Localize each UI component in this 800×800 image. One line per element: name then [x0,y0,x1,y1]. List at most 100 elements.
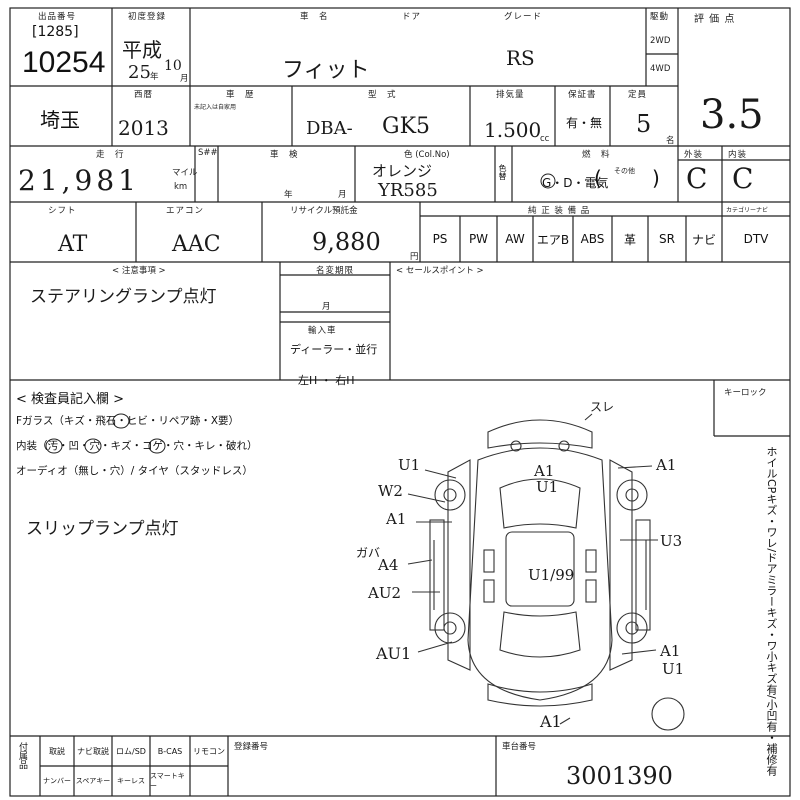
accessory-manual: 取説 [49,746,65,756]
mark-left-au2: AU2 [368,584,402,602]
model-prefix: DBA- [306,118,353,139]
import-label: 輸入車 [308,326,337,336]
mark-left-a4: A4 [378,556,399,574]
fuel-label: 燃 料 [582,150,611,160]
interior-label: 内装 [728,150,748,160]
mark-front-center-a: A1 [534,462,555,480]
expiry-month: 月 [322,302,332,312]
mark-front-right: A1 [656,456,677,474]
inspector-line-windshield: Fガラス（キズ・飛石・ヒビ・リペア跡・X要） [16,415,240,427]
reg-month: 10 [164,58,182,74]
mark-front-center-u: U1 [536,478,559,496]
steering-side: 左H ・ 右H [298,374,355,387]
fuel-other: その他 [614,167,635,175]
recycle-label: リサイクル預託金 [290,206,358,216]
fuel-bracket-open: ( [594,166,602,190]
displacement: 1.500 [484,118,542,142]
warranty-label: 保証書 [568,90,597,100]
inspector-title: < 検査員記入欄 > [16,392,125,407]
sales-point-label: < セールスポイント > [396,266,484,276]
chassis-no-label: 車台番号 [502,742,537,752]
inspection-label: 車 検 [270,150,299,160]
year-value: 2013 [118,116,169,140]
mileage: 21,981 [18,164,140,197]
score: 3.5 [700,92,764,138]
year-unit: 年 [150,72,160,82]
caution-text: ステアリングランプ点灯 [30,287,217,307]
lot-no-label: 出品番号 [38,12,77,22]
accessories-label: 付属品 [17,742,27,769]
drive-4wd: 4WD [650,64,671,74]
grade-label: グレード [504,12,543,22]
recycle-value: 9,880 [312,228,381,256]
accessory-remote: リモコン [193,746,225,756]
unit-km: km [174,182,188,192]
reg-year: 25 [128,62,151,83]
model-code: GK5 [382,114,431,139]
accessory-spare-key: スペアキー [75,777,111,785]
equipment-navi: ナビ [691,232,716,247]
region: 埼玉 [40,108,80,132]
mark-front-left-upper: U1 [398,456,421,474]
ac-value: AAC [172,232,221,257]
equipment-leather: 革 [623,232,636,247]
color-label: 色 (Col.No) [404,150,450,160]
mileage-label: 走 行 [96,150,125,160]
equipment-abs: ABS [580,232,605,246]
capacity-unit: 名 [666,136,675,146]
mark-rear-right-u: U1 [662,660,685,678]
sr-label: S## [198,148,218,158]
warranty-value: 有・無 [566,116,603,130]
inspection-month-unit: 月 [338,190,348,200]
fuel-value: G・D・電気 [542,176,609,190]
accessory-plate: ナンバー [43,777,71,785]
unit-mile: マイル [172,168,198,178]
car-name-label: 車 名 [300,12,329,22]
model-label: 型 式 [368,90,397,100]
lot-sub-number: [1285] [32,24,79,40]
first-reg-label: 初度登録 [128,12,167,22]
color-change: 色替 [498,164,507,180]
mark-rear-right-a: A1 [660,642,681,660]
drive-2wd: 2WD [650,36,671,46]
inspector-line-audio-tire: オーディオ（無し・穴）/ タイヤ（スタッドレス） [16,465,253,477]
mark-left-gaba: ガバ [356,546,381,560]
mark-left-door: A1 [386,510,407,528]
equipment-airbag: エアB [536,232,570,247]
reg-no-label: 登録番号 [234,742,269,752]
color-name: オレンジ [372,162,433,180]
import-type: ディーラー・並行 [290,343,378,356]
accessory-smart-key: スマートキー [150,772,185,790]
equipment-dtv: DTV [743,232,769,246]
capacity: 5 [636,110,652,138]
mark-right-u3: U3 [660,532,683,550]
door-label: ドア [402,12,422,22]
car-diagram [407,413,685,731]
interior-grade: C [732,162,754,195]
mark-top: スレ [590,400,615,414]
equipment-ps: PS [432,232,448,246]
equipment-aw: AW [505,232,525,246]
fuel-bracket-close: ) [652,166,660,190]
yen-unit: 円 [410,252,419,262]
equipment-sr: SR [659,232,675,246]
month-unit: 月 [180,74,190,84]
score-label: 評 価 点 [694,14,736,25]
mark-bottom: A1 [540,712,562,731]
ac-label: エアコン [166,206,205,216]
accessory-keyless: キーレス [117,777,145,785]
inspection-year-unit: 年 [284,190,294,200]
vertical-inspection-note: ホイルCPキズ・ワレ/ドアミラーキズ・ワ小キズ有/小凹有・補修有 [765,446,778,776]
chassis-number: 3001390 [566,762,673,790]
displacement-label: 排気量 [496,90,525,100]
equipment-label: 純 正 装 備 品 [528,206,591,216]
shift-value: AT [58,232,88,257]
caution-label: < 注意事項 > [112,266,166,276]
accessory-bcas: B-CAS [157,746,183,756]
car-name: フィット [282,58,370,83]
exterior-grade: C [686,162,708,195]
inspector-line-interior: 内装（汚・凹・穴・キズ・コゲ・穴・キレ・破れ） [16,440,258,452]
expiry-label: 名変期限 [316,266,355,276]
equipment-pw: PW [468,232,489,246]
